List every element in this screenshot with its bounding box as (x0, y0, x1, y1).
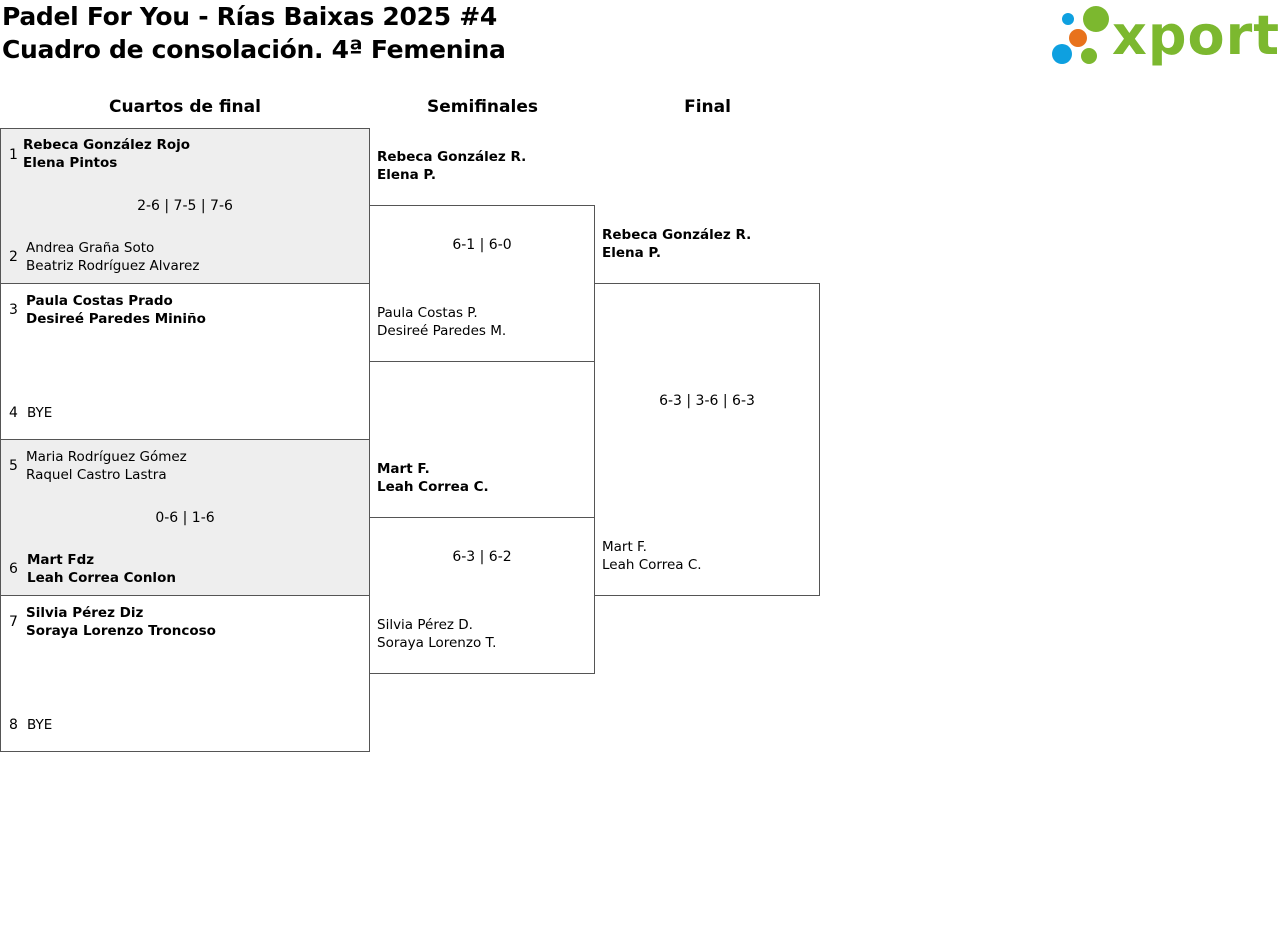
team-bye: BYE (27, 716, 52, 734)
round-header-final: Final (684, 97, 731, 117)
seed-number: 3 (9, 302, 18, 318)
sf1-team-winner: Rebeca González R. Elena P. (377, 148, 526, 184)
bye-label: BYE (27, 717, 53, 733)
round-header-quarterfinals: Cuartos de final (109, 97, 261, 117)
logo-dots-icon (1052, 6, 1109, 64)
player-name: Soraya Lorenzo T. (377, 635, 497, 651)
qf-match-2: 3 Paula Costas Prado Desireé Paredes Min… (0, 283, 370, 440)
player-name: Beatriz Rodríguez Alvarez (26, 258, 200, 274)
sf2-team-winner: Mart F. Leah Correa C. (377, 460, 489, 496)
xporty-logo: xporty (1052, 4, 1280, 68)
qf-match-3: 5 Maria Rodríguez Gómez Raquel Castro La… (0, 439, 370, 596)
player-name: Rebeca González R. (602, 227, 752, 243)
seed-number: 2 (9, 249, 18, 265)
sf1-team-loser: Paula Costas P. Desireé Paredes M. (377, 304, 506, 340)
player-name: Andrea Graña Soto (26, 240, 155, 256)
player-name: Mart F. (602, 539, 647, 555)
player-name: Paula Costas Prado (26, 293, 173, 309)
sf2-team-loser: Silvia Pérez D. Soraya Lorenzo T. (377, 616, 496, 652)
team-bye: BYE (27, 404, 52, 422)
match-score: 6-3 | 3-6 | 6-3 (659, 393, 755, 409)
team-loser: Andrea Graña Soto Beatriz Rodríguez Alva… (26, 239, 199, 275)
tournament-title: Padel For You - Rías Baixas 2025 #4 (2, 2, 497, 31)
seed-number: 7 (9, 614, 18, 630)
player-name: Paula Costas P. (377, 305, 478, 321)
player-name: Mart F. (377, 461, 430, 477)
player-name: Maria Rodríguez Gómez (26, 449, 187, 465)
sf-match-1: 6-1 | 6-0 Paula Costas P. Desireé Parede… (369, 205, 595, 362)
player-name: Silvia Pérez D. (377, 617, 473, 633)
player-name: Desireé Paredes M. (377, 323, 507, 339)
team-loser: Maria Rodríguez Gómez Raquel Castro Last… (26, 448, 187, 484)
player-name: Mart Fdz (27, 552, 95, 568)
team-winner: Mart Fdz Leah Correa Conlon (27, 551, 176, 587)
round-header-semifinals: Semifinales (427, 97, 538, 117)
player-name: Raquel Castro Lastra (26, 467, 167, 483)
final-team-loser: Mart F. Leah Correa C. (602, 538, 702, 574)
seed-number: 4 (9, 405, 18, 421)
player-name: Elena P. (377, 167, 436, 183)
draw-subtitle: Cuadro de consolación. 4ª Femenina (2, 35, 506, 64)
logo-text: xporty (1112, 4, 1280, 67)
team-winner: Rebeca González Rojo Elena Pintos (23, 136, 190, 172)
player-name: Rebeca González Rojo (23, 137, 191, 153)
seed-number: 5 (9, 458, 18, 474)
seed-number: 6 (9, 561, 18, 577)
match-score: 2-6 | 7-5 | 7-6 (137, 198, 233, 214)
seed-number: 8 (9, 717, 18, 733)
player-name: Silvia Pérez Diz (26, 605, 144, 621)
seed-number: 1 (9, 147, 18, 163)
qf-match-1: 1 Rebeca González Rojo Elena Pintos 2-6 … (0, 128, 370, 284)
player-name: Leah Correa C. (377, 479, 489, 495)
player-name: Leah Correa Conlon (27, 570, 176, 586)
player-name: Soraya Lorenzo Troncoso (26, 623, 216, 639)
team-winner: Paula Costas Prado Desireé Paredes Miniñ… (26, 292, 206, 328)
player-name: Leah Correa C. (602, 557, 702, 573)
match-score: 6-1 | 6-0 (452, 237, 512, 253)
sf-match-2: 6-3 | 6-2 Silvia Pérez D. Soraya Lorenzo… (369, 517, 595, 674)
player-name: Rebeca González R. (377, 149, 527, 165)
team-winner: Silvia Pérez Diz Soraya Lorenzo Troncoso (26, 604, 216, 640)
final-match: 6-3 | 3-6 | 6-3 Mart F. Leah Correa C. (594, 283, 820, 596)
player-name: Elena P. (602, 245, 661, 261)
qf-match-4: 7 Silvia Pérez Diz Soraya Lorenzo Tronco… (0, 595, 370, 752)
player-name: Elena Pintos (23, 155, 118, 171)
match-score: 0-6 | 1-6 (155, 510, 215, 526)
player-name: Desireé Paredes Miniño (26, 311, 206, 327)
final-team-winner: Rebeca González R. Elena P. (602, 226, 751, 262)
match-score: 6-3 | 6-2 (452, 549, 512, 565)
bye-label: BYE (27, 405, 53, 421)
